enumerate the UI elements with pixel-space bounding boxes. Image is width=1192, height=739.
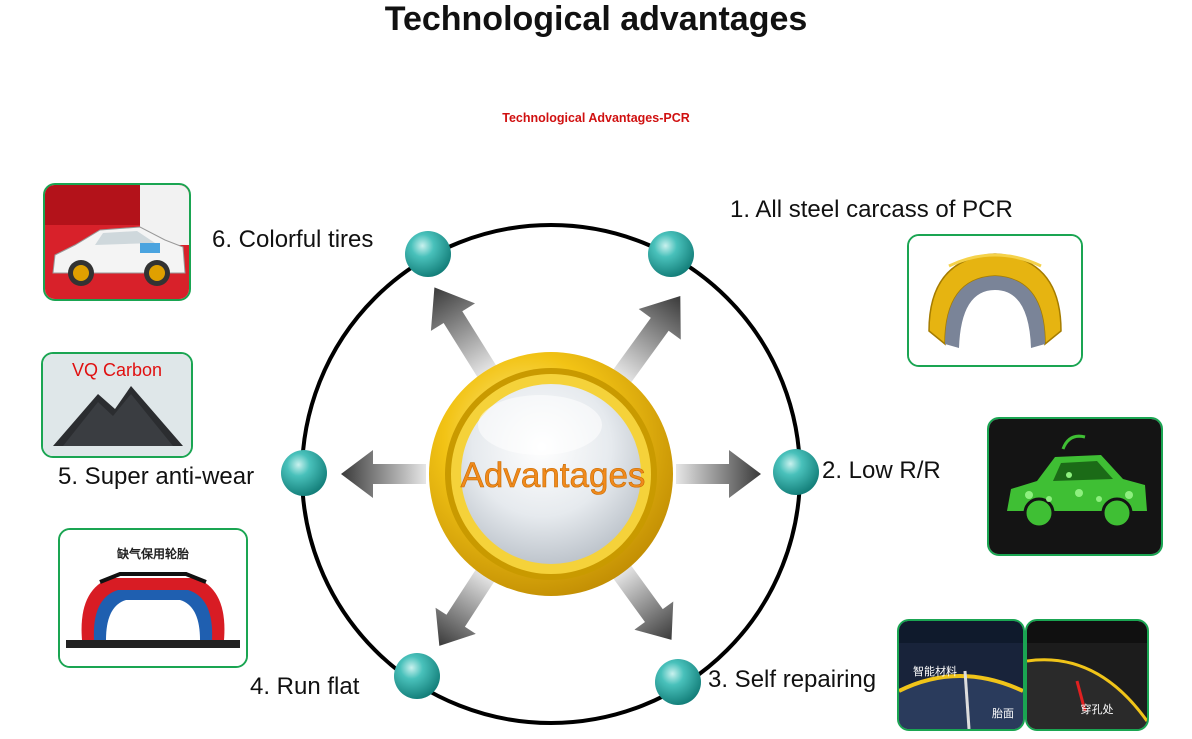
item-4-label: 4. Run flat [250,673,360,700]
self-repair-caption-3: 穿孔处 [1081,702,1114,716]
node-3 [655,659,701,705]
arrow-to-item-6 [430,287,497,379]
page-subtitle: Technological Advantages-PCR [502,111,690,125]
item-5-label: 5. Super anti-wear [58,463,255,490]
carbon-photo-caption: VQ Carbon [72,360,162,380]
green-car-photo [987,417,1163,556]
item-2-label: 2. Low R/R [822,457,941,484]
carbon-pile-photo: VQ Carbon [41,352,193,458]
item-6-label: 6. Colorful tires [212,226,374,253]
tire-puncture-photo-1: 智能材料 胎面 [897,619,1025,731]
arrow-to-item-5 [341,450,426,498]
node-2 [773,449,819,495]
tire-carcass-photo [907,234,1083,367]
tire-puncture-photo-2: 穿孔处 [1025,619,1149,731]
node-5 [281,450,327,496]
page-title: Technological advantages [384,0,808,38]
arrow-to-item-4 [435,568,495,646]
arrow-to-item-3 [612,564,674,640]
node-6 [405,231,451,277]
run-flat-caption: 缺气保用轮胎 [117,546,189,561]
center-label: Advantages [461,456,646,495]
node-4 [394,653,440,699]
self-repair-caption-2: 胎面 [992,706,1014,720]
arrow-to-item-1 [612,296,681,384]
colorful-car-photo [43,183,191,301]
run-flat-tire-diagram: 缺气保用轮胎 [58,528,248,668]
self-repair-caption-1: 智能材料 [913,664,957,678]
arrow-to-item-2 [676,450,761,498]
node-1 [648,231,694,277]
item-3-label: 3. Self repairing [708,666,877,693]
item-1-label: 1. All steel carcass of PCR [730,196,1013,223]
